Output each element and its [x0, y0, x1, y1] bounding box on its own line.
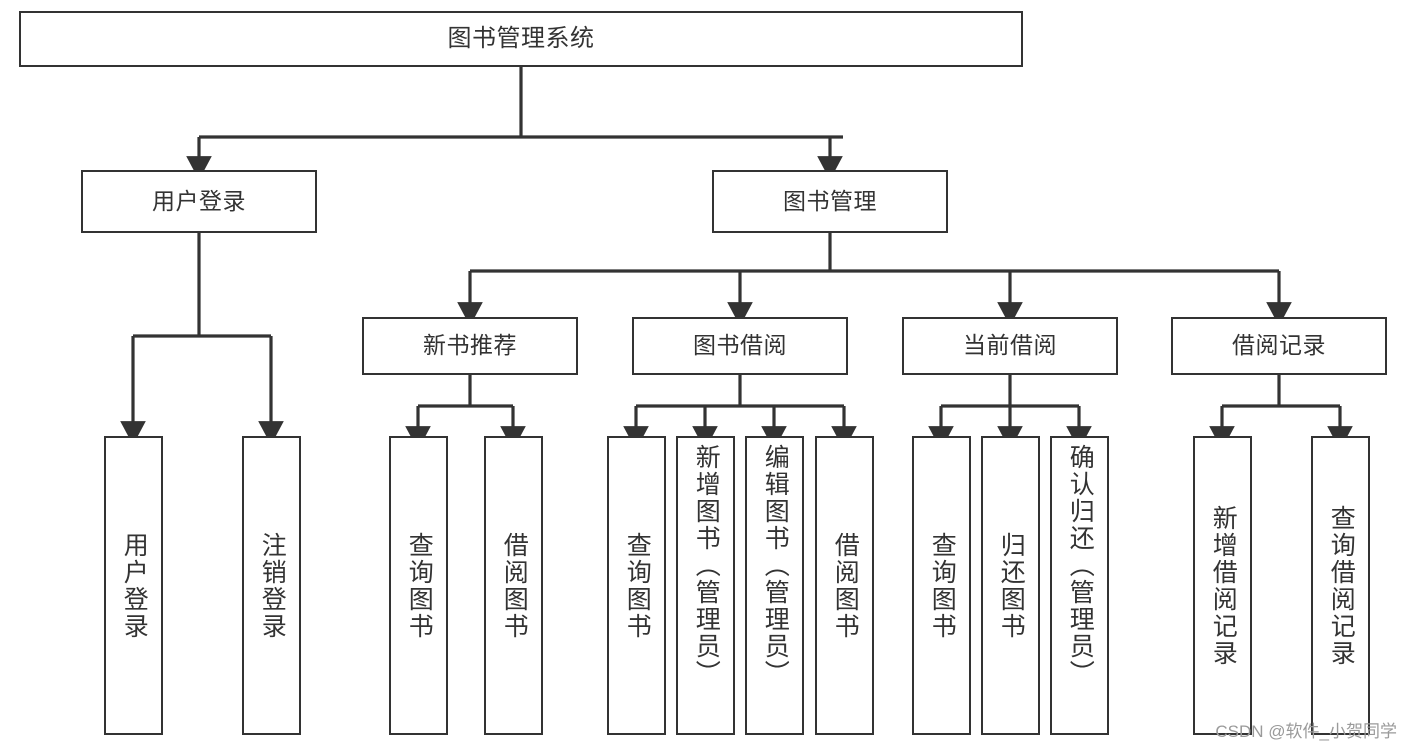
node-label: 编辑图书（管理员） [761, 444, 790, 687]
node-root-system[interactable]: 图书管理系统 [19, 11, 1023, 67]
node-label: 归还图书 [997, 531, 1026, 640]
leaf-current-borrow-return[interactable]: 归还图书 [981, 436, 1040, 735]
node-label: 图书管理系统 [447, 24, 595, 52]
node-label: 用户登录 [120, 531, 149, 640]
node-book-borrow[interactable]: 图书借阅 [632, 317, 848, 375]
node-new-book-recommend[interactable]: 新书推荐 [362, 317, 578, 375]
node-label: 新增借阅记录 [1209, 504, 1238, 667]
leaf-borrow-record-query[interactable]: 查询借阅记录 [1311, 436, 1370, 735]
leaf-book-borrow-add[interactable]: 新增图书（管理员） [676, 436, 735, 735]
node-label: 查询图书 [623, 531, 652, 640]
node-label: 借阅记录 [1232, 332, 1326, 359]
node-book-management[interactable]: 图书管理 [712, 170, 948, 233]
node-current-borrow[interactable]: 当前借阅 [902, 317, 1118, 375]
node-label: 借阅图书 [500, 531, 529, 640]
leaf-user-login-login[interactable]: 用户登录 [104, 436, 163, 735]
node-label: 当前借阅 [963, 332, 1057, 359]
node-label: 借阅图书 [831, 531, 860, 640]
leaf-new-book-query[interactable]: 查询图书 [389, 436, 448, 735]
node-label: 查询借阅记录 [1327, 504, 1356, 667]
node-label: 新增图书（管理员） [692, 444, 721, 687]
leaf-current-borrow-query[interactable]: 查询图书 [912, 436, 971, 735]
node-label: 图书管理 [783, 187, 877, 214]
leaf-current-borrow-confirm-return[interactable]: 确认归还（管理员） [1050, 436, 1109, 735]
node-borrow-record[interactable]: 借阅记录 [1171, 317, 1387, 375]
leaf-new-book-borrow[interactable]: 借阅图书 [484, 436, 543, 735]
node-label: 新书推荐 [423, 332, 517, 359]
leaf-user-login-logout[interactable]: 注销登录 [242, 436, 301, 735]
leaf-book-borrow-query[interactable]: 查询图书 [607, 436, 666, 735]
node-label: 注销登录 [258, 531, 287, 640]
leaf-book-borrow-borrow[interactable]: 借阅图书 [815, 436, 874, 735]
node-label: 确认归还（管理员） [1066, 444, 1095, 687]
leaf-book-borrow-edit[interactable]: 编辑图书（管理员） [745, 436, 804, 735]
node-label: 查询图书 [928, 531, 957, 640]
leaf-borrow-record-add[interactable]: 新增借阅记录 [1193, 436, 1252, 735]
csdn-watermark: CSDN @软件_小贺同学 [1215, 722, 1397, 741]
node-user-login[interactable]: 用户登录 [81, 170, 317, 233]
node-label: 用户登录 [152, 187, 246, 214]
node-label: 查询图书 [405, 531, 434, 640]
node-label: 图书借阅 [693, 332, 787, 359]
